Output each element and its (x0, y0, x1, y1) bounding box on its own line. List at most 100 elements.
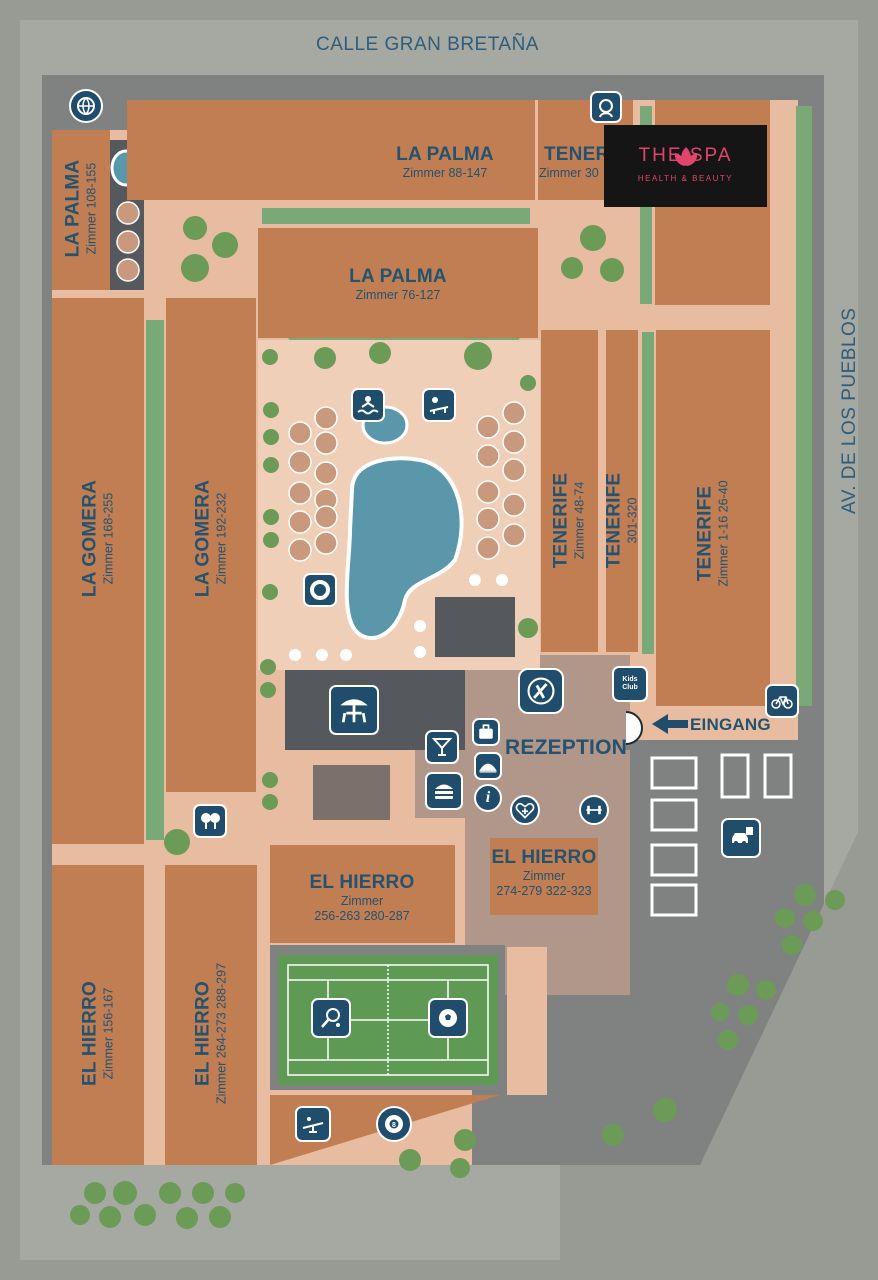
tree (602, 1124, 624, 1146)
building-name: LA GOMERA (192, 479, 214, 598)
tree (580, 225, 606, 251)
gym-icon[interactable] (579, 795, 609, 825)
parasol (502, 493, 526, 517)
label-tenerife-1: TENERIFE Zimmer 1-16 26-40 (695, 464, 732, 604)
bicycle-icon[interactable] (765, 684, 799, 718)
restaurant-terrace-icon[interactable] (329, 685, 379, 735)
tree (262, 794, 278, 810)
label-la-gomera-168: LA GOMERA Zimmer 168-255 (80, 454, 117, 624)
parasol (116, 230, 140, 254)
tree (727, 974, 749, 996)
tree (450, 1158, 470, 1178)
parasol (476, 480, 500, 504)
building-rooms: Zimmer 108-155 (84, 162, 99, 255)
table (316, 649, 328, 661)
tree (212, 232, 238, 258)
tennis-icon[interactable] (311, 998, 351, 1038)
building-el-hierro-274 (490, 838, 598, 915)
tree (825, 890, 845, 910)
label-el-hierro-264: EL HIERRO Zimmer 264-273 288-297 (193, 944, 230, 1124)
tree (718, 1030, 738, 1050)
building-rooms: Zimmer 1-16 26-40 (716, 480, 731, 587)
building-la-palma-top (127, 100, 535, 200)
medical-icon[interactable] (510, 795, 540, 825)
parasol (288, 538, 312, 562)
info-icon[interactable]: i (474, 784, 502, 812)
building-name: LA PALMA (396, 144, 494, 165)
building-name: LA PALMA (349, 266, 447, 287)
tree (176, 1207, 198, 1229)
building-la-gomera-192 (166, 298, 256, 792)
parking-icon[interactable] (721, 818, 761, 858)
tree (454, 1129, 476, 1151)
tree (314, 347, 336, 369)
building-name: EL HIERRO (192, 981, 214, 1086)
globe-network-icon[interactable] (69, 89, 103, 123)
tree (369, 342, 391, 364)
building-la-palma-mid (258, 228, 538, 338)
sunbed-icon[interactable] (422, 388, 456, 422)
kidsclub-label: Kids Club (622, 676, 638, 691)
parasol (502, 430, 526, 454)
dining-icon[interactable] (518, 668, 564, 714)
tree (738, 1005, 758, 1025)
tree (756, 980, 776, 1000)
building-rooms: Zimmer 30 (539, 166, 599, 180)
building-rooms-title: Zimmer (340, 894, 384, 908)
tree (711, 1003, 729, 1021)
building-rooms: Zimmer 76-127 (355, 288, 441, 302)
tree (518, 618, 538, 638)
parasol (476, 415, 500, 439)
billiards-icon[interactable]: 8 (376, 1106, 412, 1142)
burger-icon[interactable] (425, 772, 463, 810)
table (414, 620, 426, 632)
table (289, 649, 301, 661)
building-name: LA GOMERA (79, 479, 101, 598)
jacuzzi-icon[interactable] (351, 388, 385, 422)
table-tennis-icon[interactable] (193, 804, 227, 838)
tree (113, 1181, 137, 1205)
spa-logo[interactable]: THE SPA HEALTH & BEAUTY (604, 125, 767, 207)
tree (183, 216, 207, 240)
building-tenerife-1 (656, 330, 770, 706)
label-la-palma-top: LA PALMA Zimmer 88-147 (380, 144, 510, 181)
tree (263, 402, 279, 418)
building-rooms: 256-263 280-287 (314, 909, 410, 923)
kidsclub-icon[interactable]: Kids Club (612, 666, 648, 702)
svg-text:8: 8 (392, 1122, 396, 1129)
lotus-icon (674, 147, 698, 166)
tree (134, 1204, 156, 1226)
building-rooms: Zimmer 48-74 (572, 481, 587, 560)
playground-icon[interactable] (295, 1106, 331, 1142)
tree (464, 342, 492, 370)
table (414, 646, 426, 658)
parasol (116, 258, 140, 282)
tree (399, 1149, 421, 1171)
label-el-hierro-274: EL HIERRO Zimmer 274-279 322-323 (484, 847, 604, 899)
building-name: TENERIFE (603, 472, 625, 569)
building-el-hierro-156 (52, 865, 144, 1165)
table (340, 649, 352, 661)
label-la-palma-mid: LA PALMA Zimmer 76-127 (333, 266, 463, 303)
luggage-icon[interactable] (472, 718, 500, 746)
football-icon[interactable] (428, 998, 468, 1038)
tree (209, 1206, 231, 1228)
parasol (314, 406, 338, 430)
tree (262, 772, 278, 788)
lifebuoy-icon[interactable] (303, 573, 337, 607)
tree (794, 884, 816, 906)
label-el-hierro-256: EL HIERRO Zimmer 256-263 280-287 (292, 872, 432, 924)
building-la-gomera-168 (52, 298, 144, 844)
spa-face-icon[interactable] (590, 91, 622, 123)
tree (260, 682, 276, 698)
parasol (314, 431, 338, 455)
building-el-hierro-256 (270, 845, 455, 943)
cocktail-icon[interactable] (425, 730, 459, 764)
tree (600, 258, 624, 282)
parasol (502, 401, 526, 425)
building-rooms: 301-320 (625, 497, 640, 544)
tree (225, 1183, 245, 1203)
room-service-icon[interactable] (474, 752, 502, 780)
tree (520, 375, 536, 391)
entrance-label: EINGANG (690, 715, 771, 734)
